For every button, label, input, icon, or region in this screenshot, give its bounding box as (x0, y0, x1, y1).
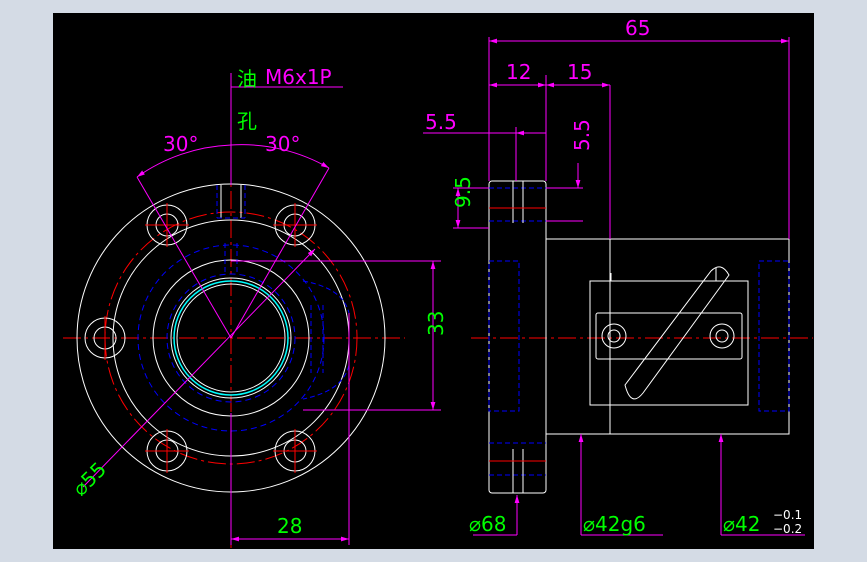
dim-end-dia-upper-tolerance: −0.1 (773, 508, 802, 522)
drawing-canvas: 30° 30° 油 孔 M6x1P ⌀55 33 28 (63, 16, 813, 548)
dim-12-label: 12 (506, 60, 531, 84)
angle-right-label: 30° (265, 132, 300, 156)
side-return-tube (589, 266, 749, 406)
side-hidden-features (488, 187, 790, 476)
dim-end-dia-lower-tolerance: −0.2 (773, 522, 802, 536)
pcd-leader (82, 248, 316, 488)
thread-label: M6x1P (265, 65, 332, 89)
bolt-holes (84, 203, 317, 473)
side-bolt-lines (489, 181, 546, 493)
oil-hole-leader (230, 73, 343, 185)
bore-circle (170, 277, 292, 399)
sleeve-circle (173, 280, 289, 396)
hidden-inner-circle (166, 273, 296, 403)
dim-body-dia-label: ⌀42g6 (583, 512, 646, 536)
bolt-hole-top-right (273, 203, 317, 247)
front-view: 30° 30° 油 孔 M6x1P ⌀55 33 28 (63, 65, 448, 548)
dim-9-5-label: 9.5 (451, 176, 475, 208)
dim-28 (230, 313, 350, 545)
bore-inner-circle (176, 283, 286, 393)
dim-33-label: 33 (424, 311, 448, 336)
bolt-hole-bottom-right (273, 429, 317, 473)
side-dimensions (423, 37, 805, 536)
pcd-label: ⌀55 (68, 457, 111, 500)
dim-end-dia-label: ⌀42 (723, 512, 761, 536)
hidden-return-tube (302, 280, 350, 400)
dim-flange-dia-label: ⌀68 (469, 512, 507, 536)
oil-hole-label-1: 油 (237, 67, 257, 91)
side-view: 65 12 15 5.5 5.5 9.5 ⌀68 ⌀42g6 ⌀42 −0.1 … (423, 16, 813, 536)
oil-hole-front (216, 185, 246, 275)
bolt-hole-left (84, 316, 126, 360)
dim-33 (231, 260, 441, 411)
bolt-hole-bottom-left (145, 429, 189, 473)
side-flange (488, 180, 547, 494)
dim-5-5-vertical-label: 5.5 (570, 119, 594, 151)
cad-viewport[interactable]: 30° 30° 油 孔 M6x1P ⌀55 33 28 (53, 13, 814, 549)
dim-65-label: 65 (625, 16, 650, 40)
dim-5-5-horizontal-label: 5.5 (425, 110, 457, 134)
dim-28-label: 28 (277, 514, 302, 538)
dim-15-label: 15 (567, 60, 592, 84)
oil-hole-label-2: 孔 (237, 109, 257, 133)
angle-left-label: 30° (163, 132, 198, 156)
bolt-hole-top-left (145, 203, 189, 247)
